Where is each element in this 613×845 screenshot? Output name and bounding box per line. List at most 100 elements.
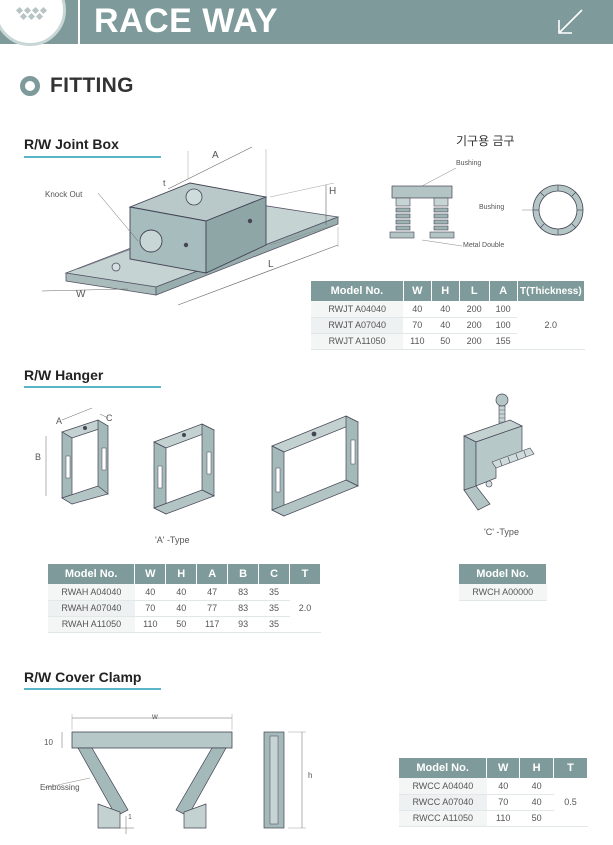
cell: 50: [431, 333, 460, 350]
table-header-row: Model No. W H T: [399, 758, 588, 778]
header-bar: RACE WAY: [0, 0, 613, 46]
col-t: T: [289, 564, 321, 584]
dimension-h-label: H: [329, 186, 337, 197]
col-a: A: [196, 564, 229, 584]
bushing-right-label: Bushing: [479, 204, 505, 211]
cell: 47: [196, 584, 228, 601]
logo-mark-icon: [15, 6, 48, 21]
table-row: RWCC A04040 40 40 0.5: [399, 778, 588, 827]
cell: 110: [486, 810, 520, 827]
col-h: H: [431, 281, 460, 301]
hanger-large-drawing: [271, 415, 359, 517]
dimension-c-label: C: [106, 413, 113, 423]
cell: 100: [489, 301, 518, 318]
a-type-label: 'A' -Type: [155, 535, 190, 545]
col-model: Model No.: [48, 564, 136, 584]
cell: 93: [227, 616, 259, 633]
metal-double-label: Metal Double: [463, 242, 505, 249]
cell: RWCC A07040: [399, 794, 487, 811]
cell: 100: [489, 317, 518, 334]
thickness-cell: 2.0: [517, 301, 585, 350]
arrow-down-left-icon[interactable]: [555, 7, 585, 37]
cell: 200: [459, 333, 490, 350]
c-type-label: 'C' -Type: [484, 527, 519, 537]
page-title: RACE WAY: [94, 2, 279, 40]
col-c: C: [258, 564, 291, 584]
col-thickness: T(Thickness): [517, 281, 586, 301]
col-w: W: [403, 281, 432, 301]
joint-box-drawing: [41, 146, 340, 306]
table-row: RWAH A07040 70 40 77 83 35: [48, 600, 321, 617]
col-model: Model No.: [399, 758, 488, 778]
col-b: B: [227, 564, 260, 584]
col-t: T: [553, 758, 588, 778]
col-w: W: [486, 758, 521, 778]
cell: 40: [486, 778, 520, 795]
col-h: H: [165, 564, 198, 584]
hanger-underline: [24, 386, 161, 388]
hanger-title: R/W Hanger: [24, 367, 104, 383]
dimension-h-label: h: [308, 771, 313, 780]
cell: 40: [431, 317, 460, 334]
header-separator: [78, 0, 80, 44]
table-row: RWCC A07040 70 40: [399, 794, 588, 811]
joint-box-spec-table: Model No. W H L A T(Thickness) RWJT A040…: [311, 281, 586, 350]
cell: RWAH A07040: [48, 600, 135, 617]
cell: 35: [258, 584, 290, 601]
dimension-a-label: A: [212, 150, 219, 161]
cell: 155: [489, 333, 518, 350]
cell: 110: [403, 333, 432, 350]
hanger-a-spec-table: Model No. W H A B C T RWAH A04040 40 40 …: [48, 564, 321, 633]
cover-clamp-spec-table: Model No. W H T RWCC A04040 40 40 0.5 RW…: [399, 758, 588, 827]
hanger-c-spec-table: Model No. RWCH A00000: [459, 564, 547, 601]
dimension-l-label: L: [268, 259, 274, 270]
section-title: FITTING: [50, 74, 134, 97]
dimension-a-label: A: [56, 416, 63, 426]
cell: 40: [134, 584, 166, 601]
cell: 83: [227, 584, 259, 601]
cell: 83: [227, 600, 259, 617]
table-header-row: Model No.: [459, 564, 547, 584]
cell: 35: [258, 616, 290, 633]
cell: RWJT A11050: [311, 333, 404, 350]
c-type-hanger-drawing: [463, 393, 535, 511]
cell: 40: [165, 584, 197, 601]
cell: 50: [165, 616, 197, 633]
cell: 77: [196, 600, 228, 617]
dimension-w-label: w: [152, 712, 158, 721]
table-row: RWJT A07040 70 40 200 100: [311, 317, 585, 334]
cell: 40: [519, 794, 554, 811]
dimension-w-label: W: [76, 289, 86, 300]
hanger-small-drawing: [45, 407, 109, 505]
thickness-cell: 0.5: [553, 778, 588, 827]
hanger-medium-drawing: [153, 423, 215, 515]
table-row: RWCH A00000: [459, 584, 547, 601]
cell: RWCH A00000: [459, 584, 547, 601]
cell: 40: [403, 301, 432, 318]
table-row: RWAH A11050 110 50 117 93 35: [48, 616, 321, 633]
fitting-parts-title: 기구용 금구: [456, 134, 515, 148]
cover-clamp-drawing: [43, 714, 233, 834]
dimension-b-label: B: [35, 452, 42, 462]
table-header-row: Model No. W H A B C T: [48, 564, 321, 584]
col-model: Model No.: [459, 564, 547, 584]
logo: [0, 0, 66, 46]
table-row: RWCC A11050 110 50: [399, 810, 588, 827]
cell: 70: [486, 794, 520, 811]
col-h: H: [519, 758, 555, 778]
bushing-section-drawing: [389, 167, 463, 247]
col-l: L: [459, 281, 490, 301]
cover-clamp-side-drawing: [263, 731, 306, 829]
cell: RWCC A04040: [399, 778, 487, 795]
joint-box-title: R/W Joint Box: [24, 136, 119, 152]
cell: 200: [459, 317, 490, 334]
cell: 70: [403, 317, 432, 334]
cell: 117: [196, 616, 228, 633]
cell: RWAH A11050: [48, 616, 135, 633]
cell: 35: [258, 600, 290, 617]
ring-bullet-icon: [20, 76, 40, 96]
thickness-cell: 2.0: [289, 584, 321, 633]
cell: RWAH A04040: [48, 584, 135, 601]
dimension-10-label: 10: [44, 738, 53, 747]
knock-out-label: Knock Out: [45, 190, 83, 199]
